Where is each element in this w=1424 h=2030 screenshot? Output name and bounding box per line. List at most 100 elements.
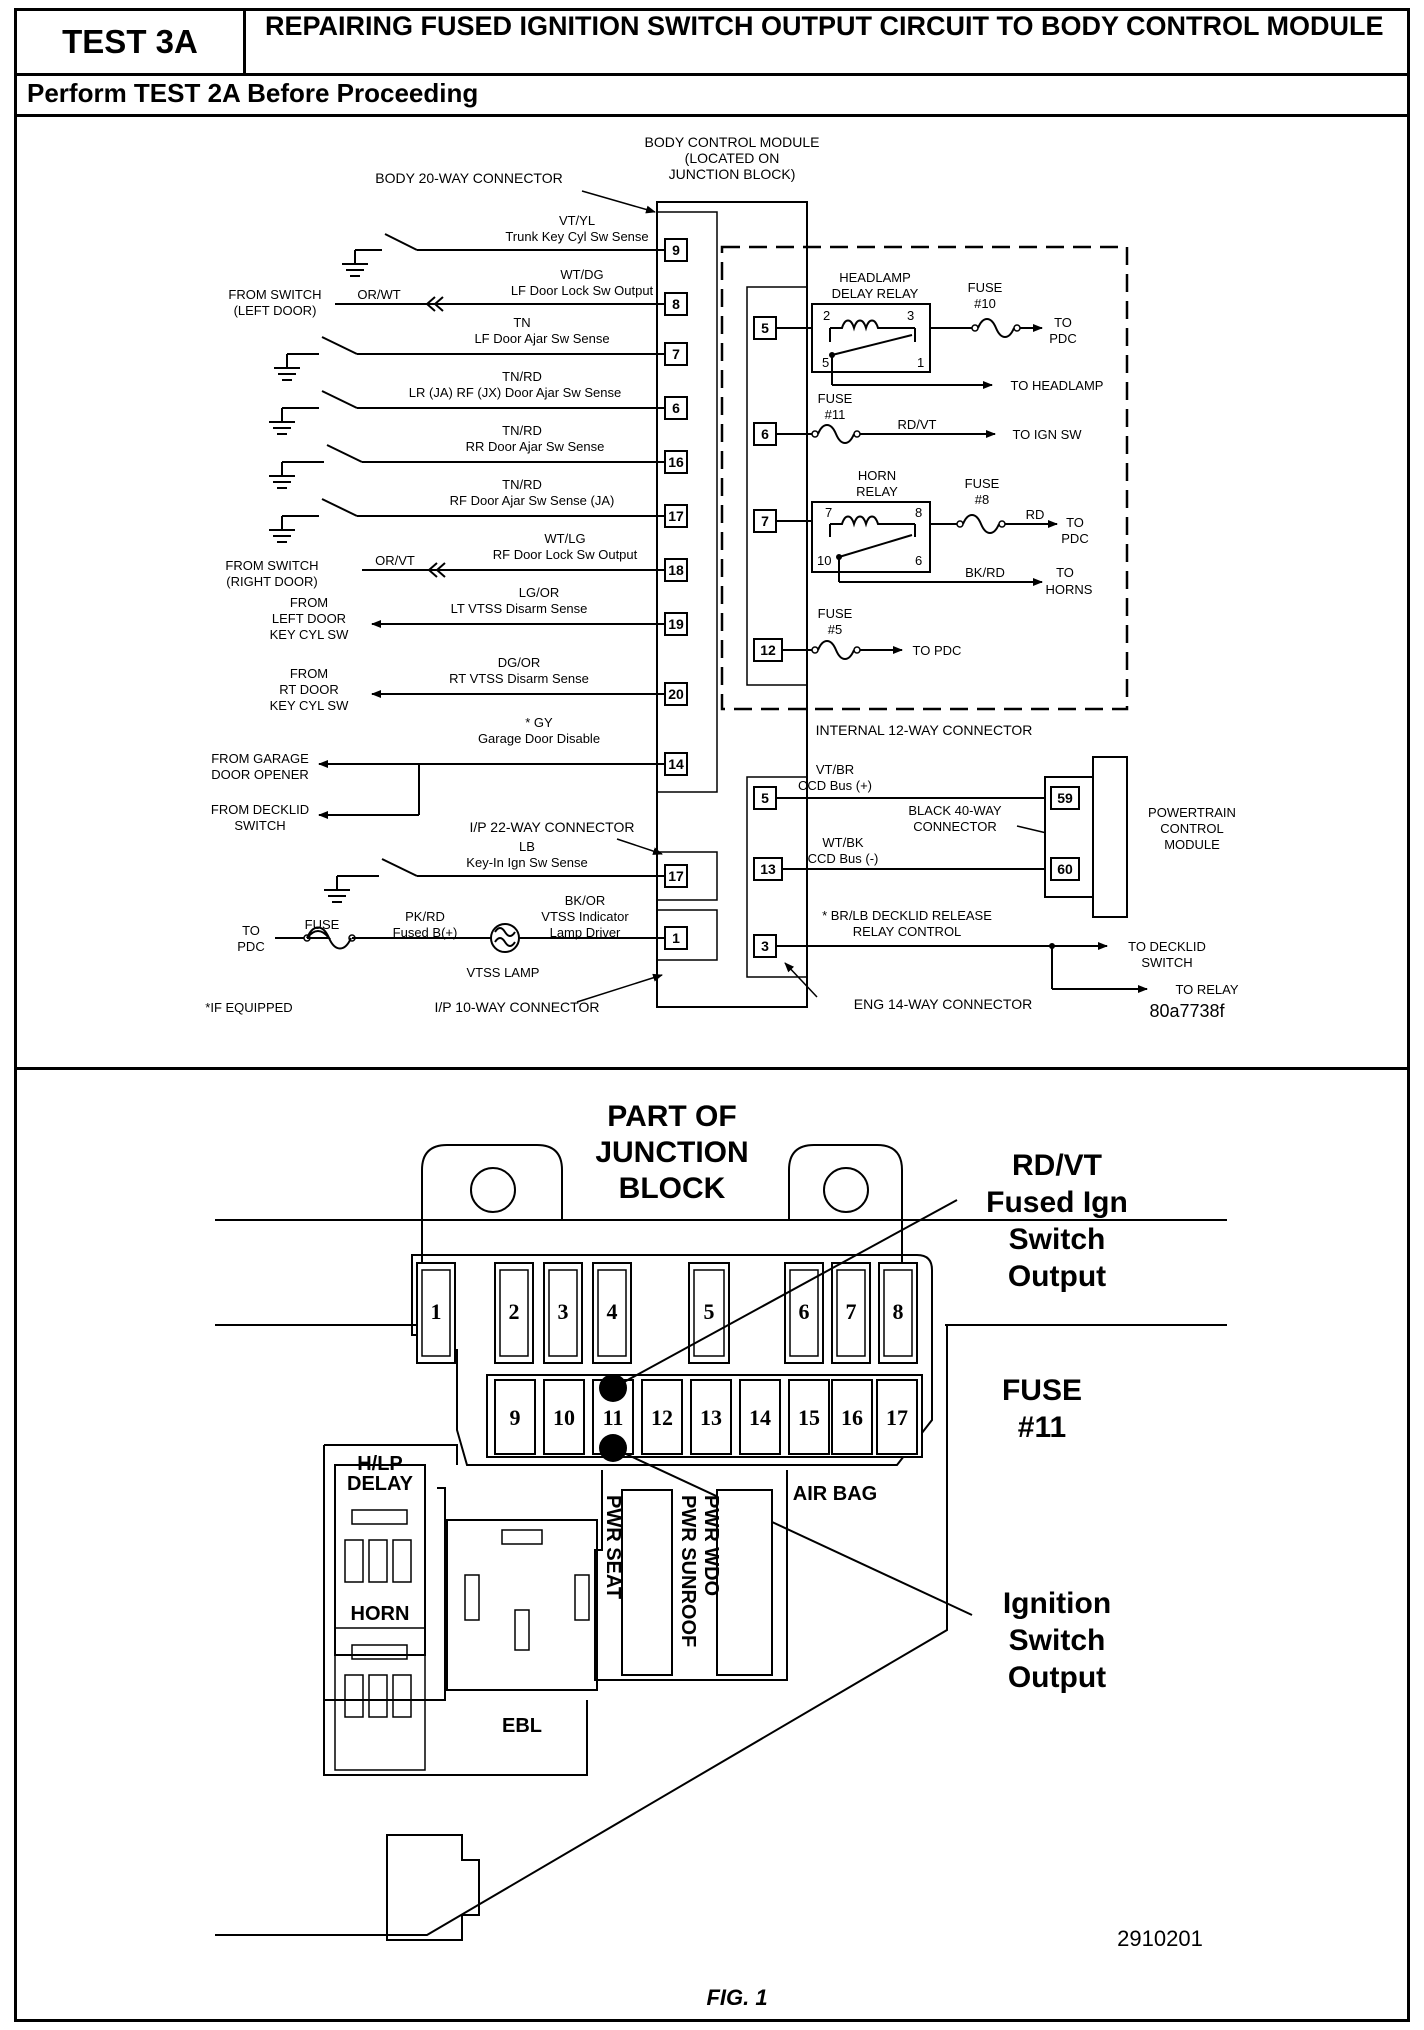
wire-color-16: TN/RD	[502, 423, 542, 438]
circuit-desc-19: LT VTSS Disarm Sense	[451, 601, 588, 616]
headlamp-relay-label-1: HEADLAMP	[839, 270, 911, 285]
fuse-slot-5: 5	[704, 1299, 715, 1324]
page-frame: TEST 3A REPAIRING FUSED IGNITION SWITCH …	[14, 8, 1410, 2022]
relay-pwr-sunroof-wdo	[716, 1489, 773, 1676]
horn-relay-pin-7: 7	[825, 505, 832, 520]
pcm-label-2: CONTROL	[1160, 821, 1224, 836]
internal12-label: INTERNAL 12-WAY CONNECTOR	[816, 722, 1033, 738]
ip22-pin-17: 17	[668, 868, 684, 884]
air-bag-label: AIR BAG	[793, 1483, 877, 1505]
internal-relay-box	[720, 245, 1129, 711]
ip10-to-2: PDC	[237, 939, 264, 954]
to-relay: TO RELAY	[1175, 982, 1238, 997]
eng-14-way-circuits: 5 VT/BR CCD Bus (+) 13 WT/BK CCD Bus (-)…	[753, 756, 1239, 997]
to-horns-1: TO	[1056, 565, 1074, 580]
circuit-desc-14: Garage Door Disable	[478, 731, 600, 746]
relay-ebl	[446, 1519, 598, 1691]
fuse11-wire: RD/VT	[898, 417, 937, 432]
ccd-minus-wire: WT/BK	[822, 835, 863, 850]
bcm-label-3: JUNCTION BLOCK)	[669, 166, 796, 182]
footnote: *IF EQUIPPED	[205, 1000, 292, 1015]
internal-12-way-connector	[746, 286, 808, 686]
circuit-desc-17: RF Door Ajar Sw Sense (JA)	[450, 493, 615, 508]
from-switch-right-2: (RIGHT DOOR)	[226, 574, 317, 589]
junction-block-panel: PART OF JUNCTION BLOCK 1 2 3 4 5 6 7	[17, 1070, 1407, 2019]
pin-8: 8	[672, 296, 680, 312]
fuse-slot-14: 14	[749, 1405, 771, 1430]
fuse8-label-1: FUSE	[965, 476, 1000, 491]
callout-top-2: Fused Ign	[986, 1186, 1128, 1219]
from-switch-right-1: FROM SWITCH	[225, 558, 318, 573]
pin-19: 19	[668, 616, 684, 632]
pin-7: 7	[672, 346, 680, 362]
from-rt-key-3: KEY CYL SW	[270, 698, 349, 713]
vtss-lamp-symbol	[490, 923, 520, 953]
internal-pin-12: 12	[760, 642, 776, 658]
prerequisite-row: Perform TEST 2A Before Proceeding	[17, 76, 1407, 117]
jb-title-1: PART OF	[607, 1100, 736, 1133]
to-pdc-2b: PDC	[1061, 531, 1088, 546]
fuse-slot-4: 4	[607, 1299, 618, 1324]
callout-fuse-2: #11	[1018, 1411, 1066, 1444]
lead-wire-18: OR/VT	[375, 553, 415, 568]
fuse-slot-10: 10	[553, 1405, 575, 1430]
callout-bottom-2: Switch	[1009, 1624, 1106, 1657]
top-fuse-row: 1 2 3 4 5 6 7 8	[416, 1262, 918, 1364]
wiring-schematic: BODY CONTROL MODULE (LOCATED ON JUNCTION…	[205, 134, 1239, 1021]
ip10-label: I/P 10-WAY CONNECTOR	[435, 999, 600, 1015]
wire-color-14: * GY	[525, 715, 553, 730]
ip10-desc-2: Lamp Driver	[550, 925, 621, 940]
fuse-slot-2: 2	[509, 1299, 520, 1324]
jb-figure-code: 2910201	[1117, 1926, 1203, 1951]
horn-relay-label-2: RELAY	[856, 484, 898, 499]
bottom-fuse-row: 9 10 11 12 13 14 15 16 17	[494, 1379, 918, 1455]
fuse-slot-11: 11	[603, 1405, 624, 1430]
ip22-desc: Key-In Ign Sw Sense	[466, 855, 587, 870]
ip10-circuit: BK/OR VTSS Indicator Lamp Driver 1 PK/RD…	[237, 893, 688, 980]
relay-hlp-label-2: DELAY	[347, 1473, 414, 1495]
to-ign-sw: TO IGN SW	[1012, 427, 1082, 442]
lead-wire-8: OR/WT	[357, 287, 400, 302]
black40-label-1: BLACK 40-WAY	[908, 803, 1002, 818]
circuit-desc-16: RR Door Ajar Sw Sense	[466, 439, 605, 454]
circuit-desc-8: LF Door Lock Sw Output	[511, 283, 654, 298]
fuse10-label-2: #10	[974, 296, 996, 311]
circuit-desc-20: RT VTSS Disarm Sense	[449, 671, 589, 686]
eng-pin-5: 5	[761, 790, 769, 806]
body-connector-label: BODY 20-WAY CONNECTOR	[375, 170, 562, 186]
ccd-plus-desc: CCD Bus (+)	[798, 778, 872, 793]
hl-relay-pin-3: 3	[907, 308, 914, 323]
body-circuit-pin-16: TN/RD RR Door Ajar Sw Sense 16	[269, 423, 688, 489]
body-circuit-pin-18: WT/LG RF Door Lock Sw Output 18 OR/VT FR…	[225, 531, 688, 589]
body-circuit-pin-9: VT/YL Trunk Key Cyl Sw Sense 9	[342, 213, 688, 277]
pcm-label-1: POWERTRAIN	[1148, 805, 1236, 820]
pin-9: 9	[672, 242, 680, 258]
power-relay-block	[594, 1470, 788, 1681]
wire-color-9: VT/YL	[559, 213, 595, 228]
fuse5-circuit: 12 FUSE #5 TO PDC	[753, 606, 961, 662]
fuse-slot-16: 16	[841, 1405, 863, 1430]
decklid-relay-1: * BR/LB DECKLID RELEASE	[822, 908, 992, 923]
mount-hole-left-icon	[470, 1167, 516, 1213]
schematic-figure-code: 80a7738f	[1149, 1001, 1225, 1021]
ip10-desc-1: VTSS Indicator	[541, 909, 629, 924]
from-decklid-2: SWITCH	[234, 818, 285, 833]
eng-pin-3: 3	[761, 938, 769, 954]
wire-color-18: WT/LG	[544, 531, 585, 546]
circuit-desc-18: RF Door Lock Sw Output	[493, 547, 638, 562]
jb-title-3: BLOCK	[619, 1172, 726, 1205]
decklid-relay-2: RELAY CONTROL	[853, 924, 962, 939]
internal-pin-7: 7	[761, 513, 769, 529]
fuse-slot-3: 3	[558, 1299, 569, 1324]
hl-relay-pin-1: 1	[917, 355, 924, 370]
horn-relay-pin-8: 8	[915, 505, 922, 520]
to-decklid-1: TO DECKLID	[1128, 939, 1206, 954]
bcm-label-2: (LOCATED ON	[685, 150, 780, 166]
horn-relay-box	[811, 501, 931, 573]
circuit-desc-7: LF Door Ajar Sw Sense	[474, 331, 609, 346]
ip10-feed-wire: PK/RD	[405, 909, 445, 924]
callout-bottom-3: Output	[1008, 1661, 1106, 1694]
ip-10-way-connector	[656, 909, 718, 961]
pin-16: 16	[668, 454, 684, 470]
fuse5-label-1: FUSE	[818, 606, 853, 621]
